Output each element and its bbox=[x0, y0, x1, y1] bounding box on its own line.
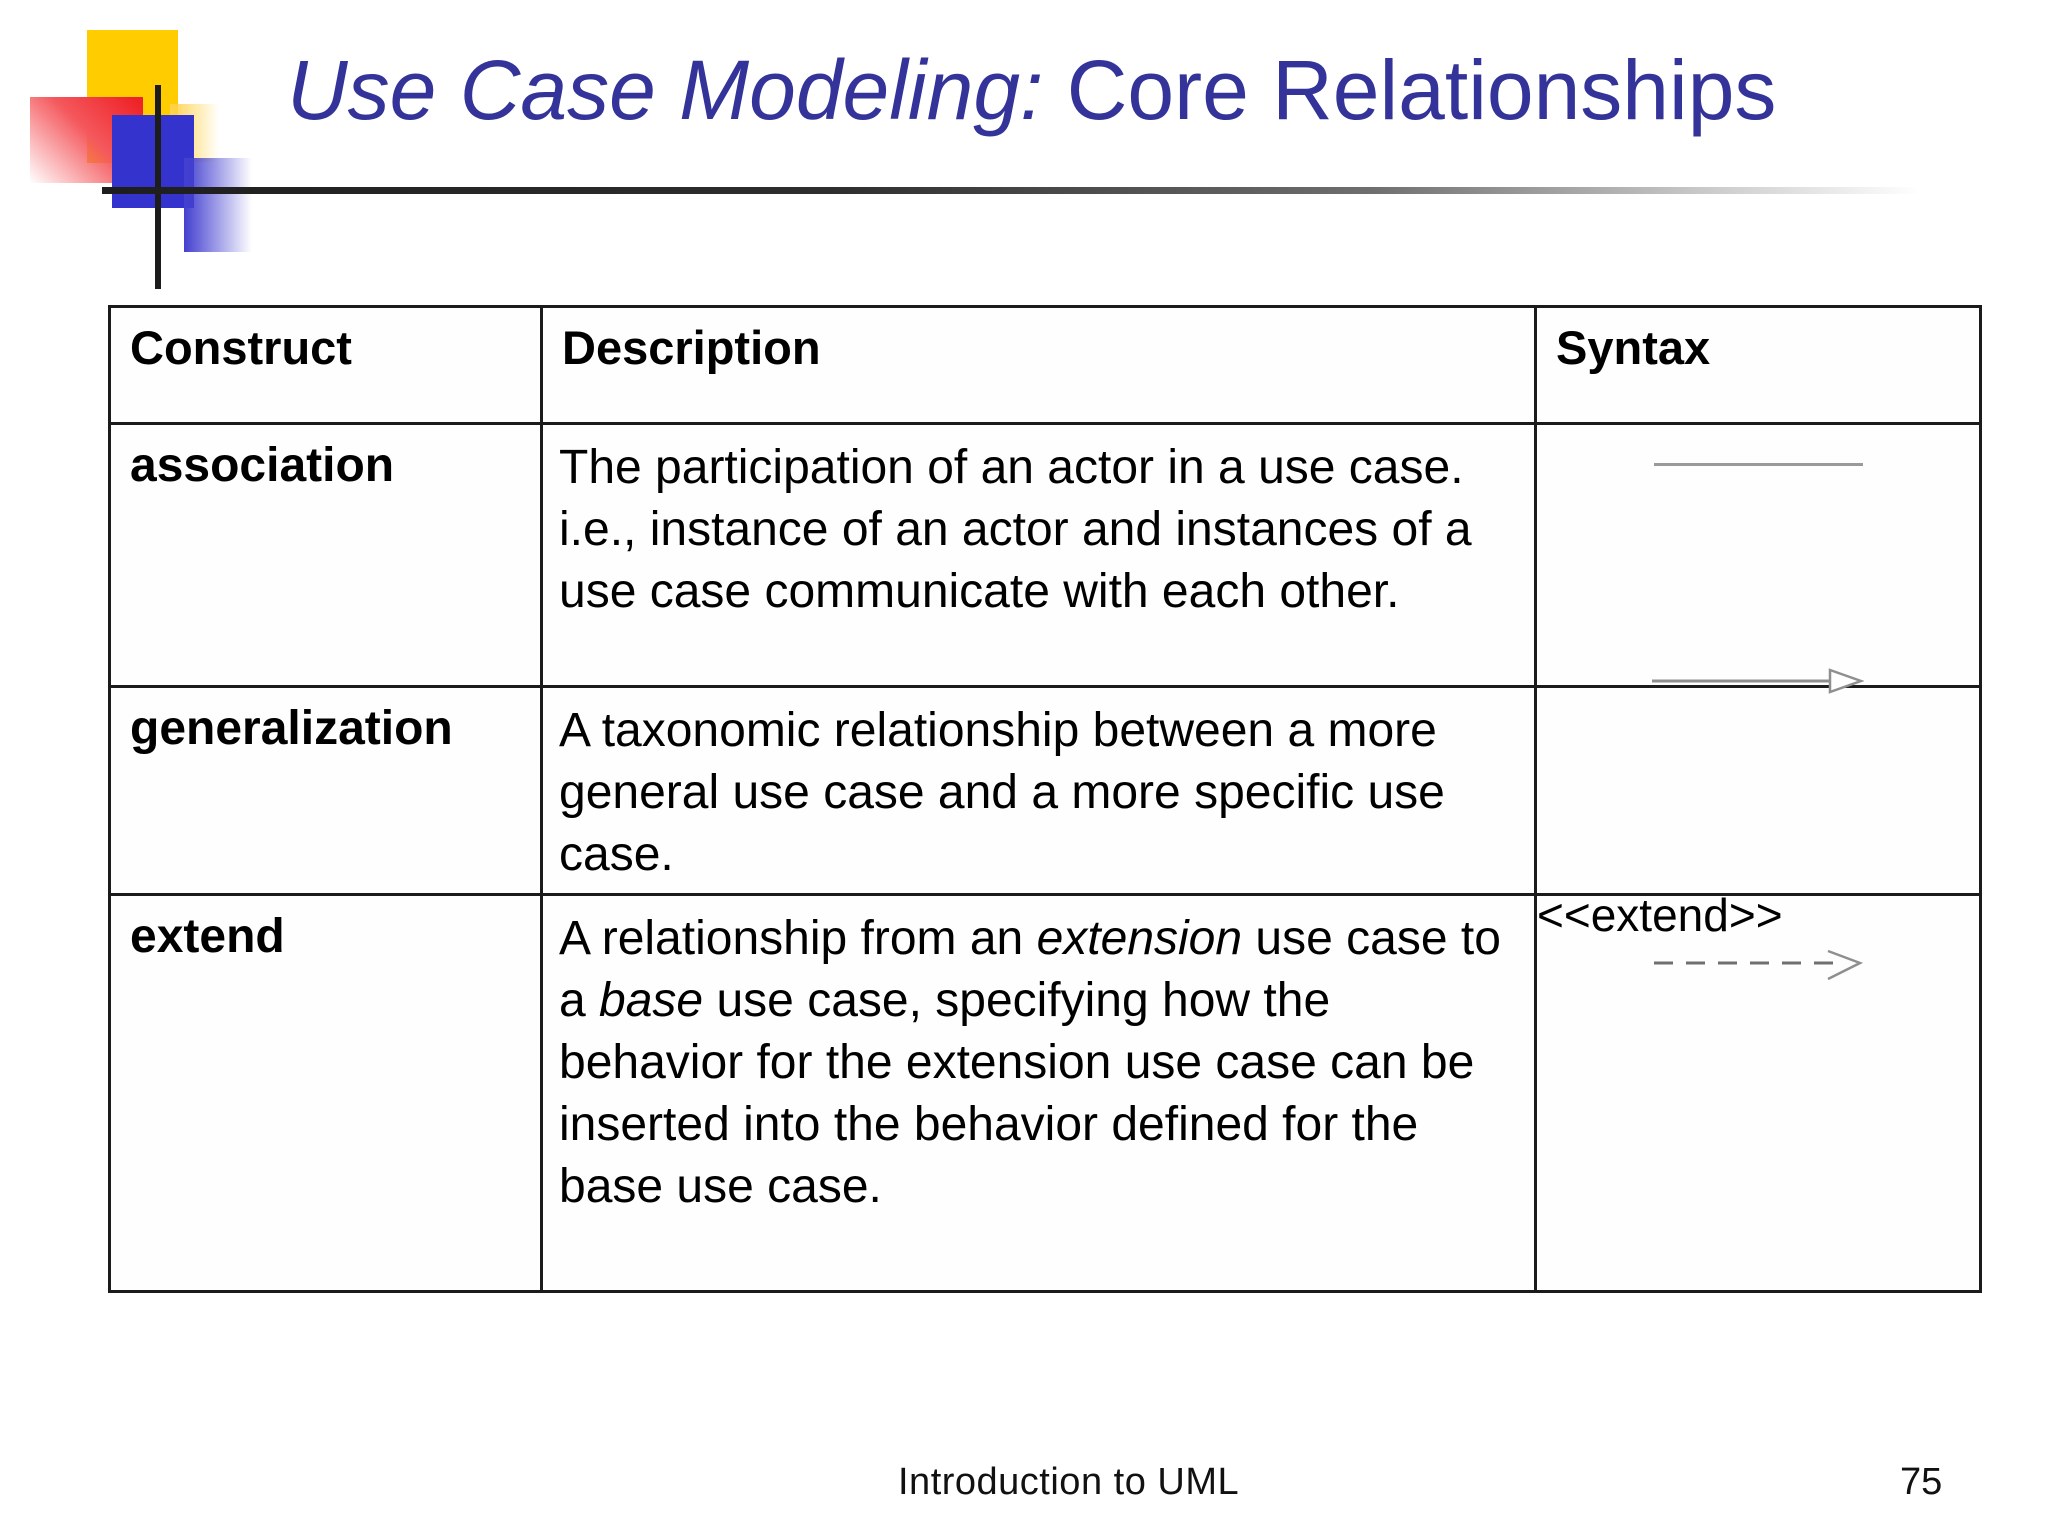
table-row-association: association The participation of an acto… bbox=[108, 422, 1982, 688]
extend-dashed-arrow-icon bbox=[1654, 950, 1864, 981]
table-header-row: Construct Description Syntax bbox=[108, 305, 1982, 425]
table-row-generalization: generalization A taxonomic relationship … bbox=[108, 668, 1982, 896]
logo-blue-fade-rectangle bbox=[184, 158, 254, 252]
column-header-description: Description bbox=[540, 305, 1537, 425]
description-cell: A taxonomic relationship between a more … bbox=[540, 685, 1537, 896]
table-row-extend: extend A relationship from an extension … bbox=[108, 889, 1982, 1293]
footer-text: Introduction to UML bbox=[898, 1461, 1240, 1503]
extend-stereotype-label: <<extend>> bbox=[1537, 889, 1783, 941]
association-line-icon bbox=[1653, 463, 1863, 466]
construct-cell: generalization bbox=[108, 685, 543, 896]
logo-blue-rectangle bbox=[112, 115, 194, 208]
page-title-regular-part: Core Relationships bbox=[1043, 43, 1777, 137]
construct-cell: association bbox=[108, 422, 543, 688]
relationships-table: Construct Description Syntax association… bbox=[108, 305, 1982, 1293]
description-cell: The participation of an actor in a use c… bbox=[540, 422, 1537, 688]
syntax-cell bbox=[1534, 422, 1982, 688]
title-underline-rule bbox=[102, 187, 1920, 194]
description-cell: A relationship from an extension use cas… bbox=[540, 893, 1537, 1293]
construct-cell: extend bbox=[108, 893, 543, 1293]
extend-syntax-group: <<extend>> bbox=[1537, 888, 1979, 983]
syntax-cell: <<extend>> bbox=[1534, 889, 1982, 1293]
syntax-cell bbox=[1534, 668, 1982, 896]
column-header-syntax: Syntax bbox=[1534, 305, 1982, 425]
column-header-construct: Construct bbox=[108, 305, 543, 425]
page-number: 75 bbox=[1900, 1461, 1943, 1503]
page-title: Use Case Modeling: Core Relationships bbox=[287, 40, 1776, 141]
generalization-arrow-icon bbox=[1652, 668, 1864, 694]
page-title-italic-part: Use Case Modeling: bbox=[287, 43, 1044, 137]
